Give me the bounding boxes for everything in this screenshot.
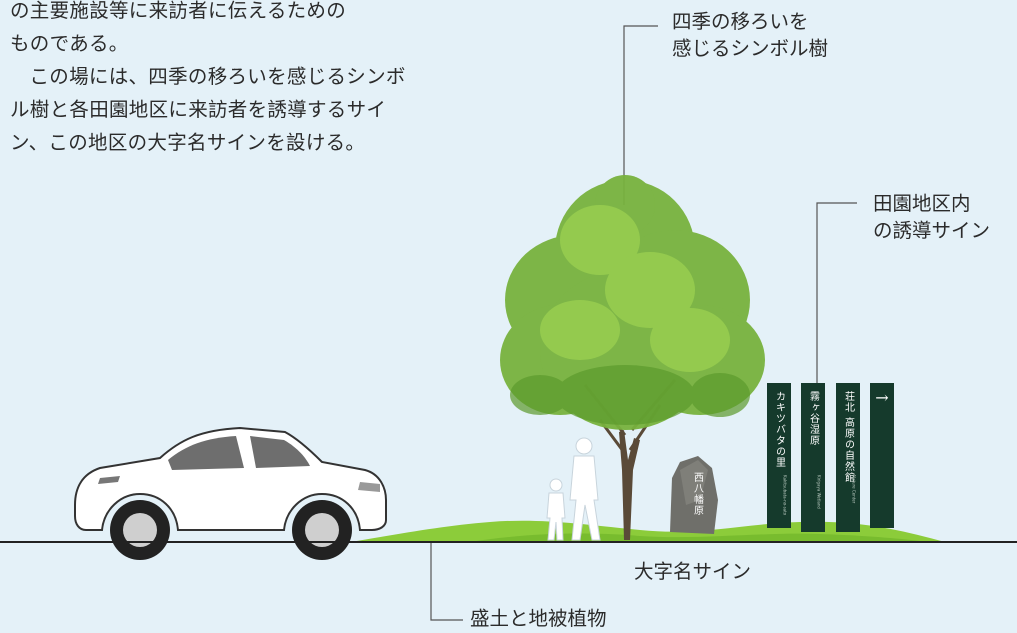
grass-shade [470,533,930,542]
people-silhouettes [546,437,601,541]
guide-signs: カキツバタの里 Kakitsubata-no-sato 霧ヶ谷湿原 Kirigaya … [767,383,894,532]
tree-trunk [619,430,640,540]
tree-label: 四季の移ろいを 感じるシンボル樹 [672,10,829,60]
guide-sign-text: → [875,388,888,407]
description-text: の主要施設等に来訪者に伝えるための ものである。 この場には、四季の移ろいを感じ… [10,0,420,159]
symbol-tree [500,175,765,540]
ground-cover-label: 盛土と地被植物 [470,607,607,630]
guide-sign-text: カキツバタの里 [774,391,786,468]
guide-sign-panel [801,383,825,532]
guide-sign-subtext: Kirigaya Wetland [817,475,822,509]
leader-lines [430,25,857,621]
guide-sign-panel [870,383,894,528]
ground-leader-line [430,540,463,621]
guide-sign-subtext: Nature Center [852,475,857,504]
guide-sign-panel [767,383,791,528]
district-name-stone: 西八幡原 [670,456,718,534]
guide-sign-text: 霧ヶ谷湿原 [808,391,820,446]
district-sign-label: 大字名サイン [634,560,752,583]
description-line-end: ものである。 [10,32,129,55]
guide-sign-text: 荘北 高原の自然館 [843,391,855,483]
guide-sign-label: 田園地区内 の誘導サイン [873,192,991,242]
description-line-top: の主要施設等に来訪者に伝えるための [10,0,347,22]
stone-text: 西八幡原 [692,472,704,516]
guide-sign-subtext: Kakitsubata-no-sato [783,475,788,516]
car-illustration [74,426,387,560]
description-paragraph-2: この場には、四季の移ろいを感じるシンボル樹と各田園地区に来訪者を誘導するサイン、… [10,65,406,154]
guide-sign-panel [836,383,860,532]
tree-leader-line [623,25,658,205]
guide-sign-leader-line [816,202,857,410]
